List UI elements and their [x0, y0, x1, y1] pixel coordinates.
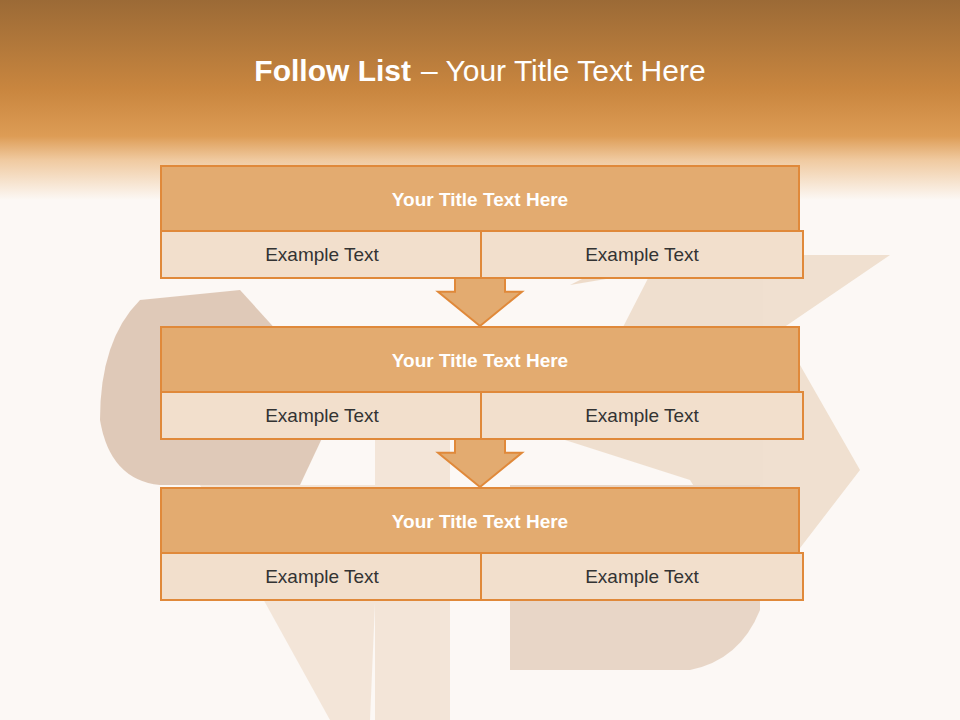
slide-title: Follow List: [254, 54, 411, 88]
cell-text: Example Text: [585, 405, 699, 427]
cell-text: Example Text: [265, 566, 379, 588]
flow-arrow: [438, 438, 522, 487]
recycle-watermark: [100, 95, 890, 720]
cell-text: Example Text: [265, 244, 379, 266]
step-title: Your Title Text Here: [162, 489, 798, 554]
text-cell: Example Text: [480, 391, 804, 440]
step-title: Your Title Text Here: [162, 167, 798, 232]
title-subtext: – Your Title Text Here: [421, 54, 706, 88]
step-box: Your Title Text HereExample Text Example …: [160, 326, 800, 438]
text-cell: Example Text: [160, 391, 484, 440]
text-cell: Example Text: [480, 230, 804, 279]
cell-text: Example Text: [585, 244, 699, 266]
flow-arrow: [438, 277, 522, 326]
title-row: Follow List – Your Title Text Here: [0, 54, 960, 88]
cell-text: Example Text: [265, 405, 379, 427]
text-cell: Example Text: [160, 230, 484, 279]
cell-text: Example Text: [585, 566, 699, 588]
text-cell: Example Text: [160, 552, 484, 601]
step-box: Your Title Text HereExample Text Example …: [160, 487, 800, 599]
step-box: Your Title Text HereExample Text Example …: [160, 165, 800, 277]
text-cell: Example Text: [480, 552, 804, 601]
step-title: Your Title Text Here: [162, 328, 798, 393]
